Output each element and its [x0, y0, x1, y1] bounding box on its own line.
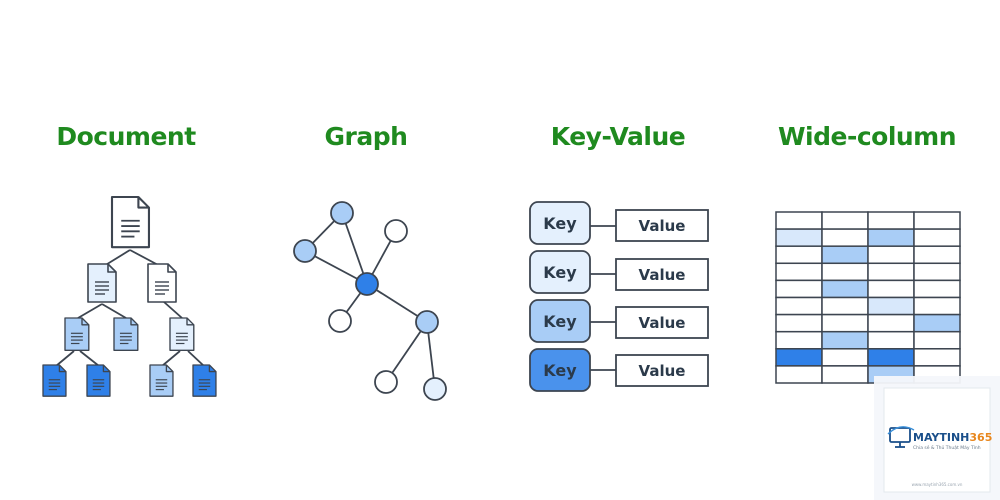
- kv-key-label: Key: [543, 263, 577, 282]
- document-icon: [86, 364, 111, 397]
- wide-column-cell: [821, 228, 869, 247]
- watermark-logo: MAYTINH365 Chia sẻ & Thủ Thuật Máy Tính …: [874, 376, 1000, 500]
- graph-node: [423, 377, 447, 401]
- document-icon: [192, 364, 217, 397]
- wide-column-cell: [775, 313, 823, 333]
- wide-column-cell: [913, 296, 961, 316]
- document-title: Document: [56, 122, 196, 151]
- watermark-tagline: Chia sẻ & Thủ Thuật Máy Tính: [913, 444, 981, 451]
- document-icon: [147, 263, 177, 303]
- wide-column-cell: [913, 245, 961, 265]
- wide-column-cell: [867, 211, 915, 230]
- kv-value-label: Value: [639, 314, 686, 332]
- wide-column-cell: [821, 279, 869, 299]
- wide-column-cell: [775, 296, 823, 316]
- document-icon: [64, 317, 90, 351]
- wide-column-cell: [775, 348, 823, 367]
- wide-column-cell: [821, 211, 869, 230]
- kv-value-label: Value: [639, 362, 686, 380]
- kv-key-label: Key: [543, 361, 577, 380]
- kv-key-label: Key: [543, 312, 577, 331]
- wide-column-cell: [821, 245, 869, 265]
- wide-column-grid: [775, 211, 961, 384]
- kv-key-box: [529, 201, 591, 245]
- wide-column-cell: [821, 365, 869, 384]
- kv-value-label: Value: [639, 217, 686, 235]
- watermark-brand: MAYTINH365: [913, 431, 992, 444]
- wide-column-cell: [775, 245, 823, 265]
- wide-column-cell: [821, 262, 869, 282]
- wide-column-cell: [867, 245, 915, 265]
- wide-column-cell: [913, 279, 961, 299]
- wide-column-cell: [821, 330, 869, 350]
- graph-node: [328, 309, 352, 333]
- kv-pair: Key Value: [529, 299, 709, 343]
- graph-title: Graph: [324, 122, 408, 151]
- wide-column-cell: [867, 262, 915, 282]
- wide-column-title: Wide-column: [777, 122, 957, 151]
- wide-column-cell: [867, 348, 915, 367]
- document-icon: [113, 317, 139, 351]
- wide-column-cell: [775, 262, 823, 282]
- wide-column-cell: [775, 279, 823, 299]
- graph-node: [415, 310, 439, 334]
- wide-column-cell: [913, 348, 961, 367]
- kv-value-box: [615, 209, 709, 242]
- wide-column-cell: [867, 279, 915, 299]
- wide-column-cell: [913, 330, 961, 350]
- graph-network: [293, 201, 447, 401]
- wide-column-cell: [913, 211, 961, 230]
- kv-key-label: Key: [543, 214, 577, 233]
- graph-node: [374, 370, 398, 394]
- kv-value-box: [615, 306, 709, 339]
- wide-column-cell: [867, 228, 915, 247]
- wide-column-cell: [867, 313, 915, 333]
- kv-pair: Key Value: [529, 348, 709, 392]
- graph-node: [330, 201, 354, 225]
- wide-column-cell: [775, 211, 823, 230]
- wide-column-cell: [821, 296, 869, 316]
- wide-column-cell: [775, 330, 823, 350]
- document-icon: [169, 317, 195, 351]
- monitor-icon: [887, 426, 915, 448]
- wide-column-cell: [867, 330, 915, 350]
- document-icon: [87, 263, 117, 303]
- wide-column-cell: [821, 313, 869, 333]
- graph-edges: [304, 212, 436, 390]
- document-icon: [149, 364, 174, 397]
- document-icon: [110, 195, 151, 249]
- kv-key-box: [529, 299, 591, 343]
- wide-column-cell: [867, 296, 915, 316]
- document-tree: [42, 195, 217, 397]
- kv-pair: Key Value: [529, 250, 709, 294]
- watermark-url: www.maytinh365.com.vn: [912, 482, 963, 487]
- kv-value-label: Value: [639, 266, 686, 284]
- graph-node-central: [355, 272, 379, 296]
- kv-pair: Key Value: [529, 201, 709, 245]
- document-icon: [42, 364, 67, 397]
- graph-node: [293, 239, 317, 263]
- graph-node: [384, 219, 408, 243]
- wide-column-cell: [913, 262, 961, 282]
- wide-column-cell: [775, 228, 823, 247]
- wide-column-cell: [821, 348, 869, 367]
- key-value-store: Key Value Key Value Key Value Key Value: [529, 201, 709, 392]
- kv-value-box: [615, 258, 709, 291]
- key-value-title: Key-Value: [550, 122, 686, 151]
- kv-value-box: [615, 354, 709, 387]
- wide-column-cell: [775, 365, 823, 384]
- wide-column-cell: [913, 228, 961, 247]
- wide-column-cell: [913, 313, 961, 333]
- kv-key-box: [529, 250, 591, 294]
